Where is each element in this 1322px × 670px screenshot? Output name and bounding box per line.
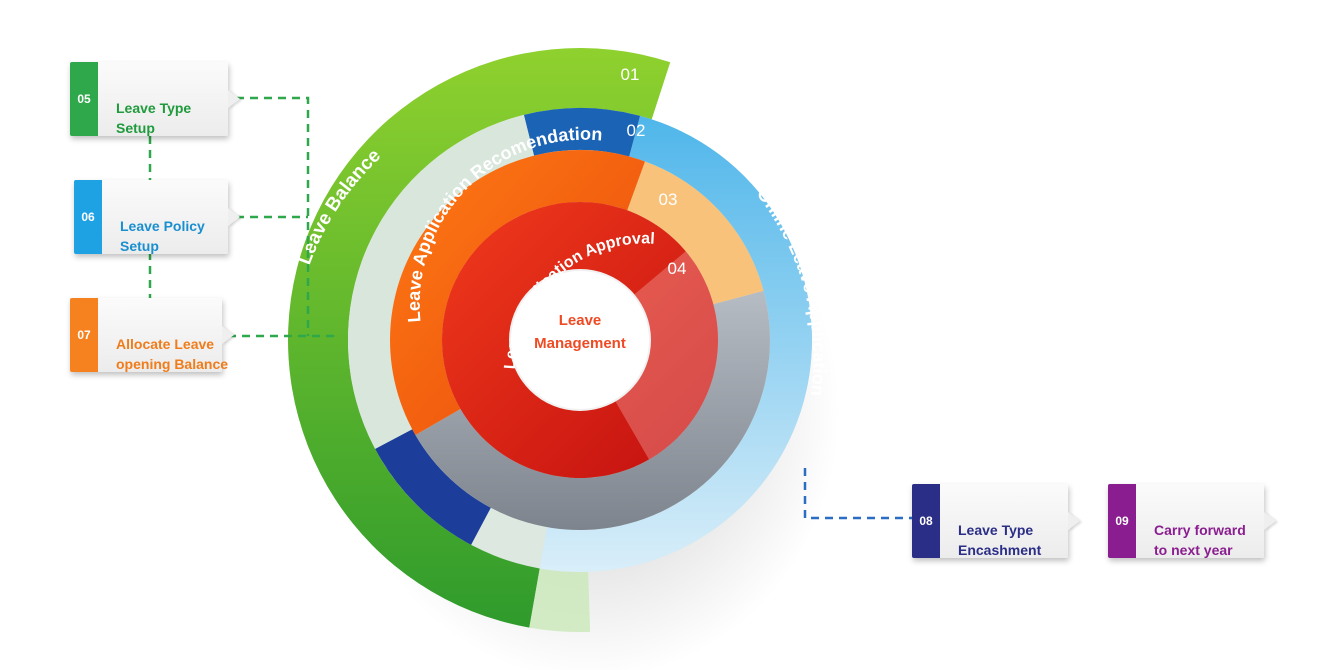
ring-02-segment	[539, 115, 813, 572]
ring-01-segment	[287, 47, 671, 628]
ring-02-number: 02	[627, 121, 646, 140]
callout-number: 08	[912, 484, 940, 558]
ring-03-segment	[389, 149, 645, 435]
center-title-line2: Management	[534, 335, 626, 352]
ring-gray-segment	[415, 290, 770, 531]
callout-number: 07	[70, 298, 98, 372]
ring-04-number: 04	[668, 259, 687, 278]
ring-03-number: 03	[659, 190, 678, 209]
ring-03-light	[627, 161, 764, 305]
ring-02-dark-top	[523, 108, 641, 157]
connectors	[148, 96, 912, 520]
ring-04-segment	[442, 201, 718, 478]
callout-number: 09	[1108, 484, 1136, 558]
callout-number: 06	[74, 180, 102, 254]
ring-01-number: 01	[621, 65, 640, 84]
ring-01-tail	[529, 568, 591, 632]
center-circle	[509, 269, 651, 411]
ring-02-pale-left	[348, 114, 535, 449]
callout-number: 05	[70, 62, 98, 136]
ring-02-dark-bottom	[375, 429, 491, 545]
center-title-line1: Leave	[559, 312, 602, 329]
